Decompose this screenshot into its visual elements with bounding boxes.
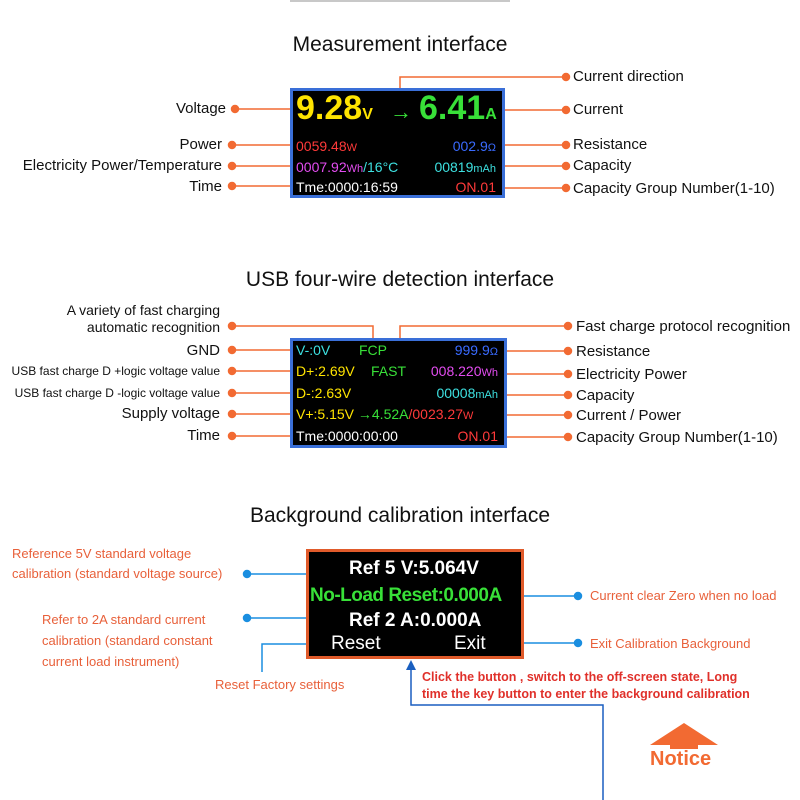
label-current-direction: Current direction — [573, 68, 684, 85]
usb-screen-energy-value: 008.220 — [430, 363, 482, 379]
screen-resistance-unit: Ω — [487, 142, 496, 154]
calibration-screen: Ref 5 V:5.064V No-Load Reset:0.000A Ref … — [306, 549, 524, 659]
label-power: Power — [179, 136, 222, 153]
screen-capacity-unit: mAh — [473, 163, 496, 175]
label-capacity-group: Capacity Group Number(1-10) — [573, 180, 775, 197]
calib-noload-reset: No-Load Reset:0.000A — [310, 585, 502, 606]
notice-label: Notice — [650, 748, 712, 770]
usb-screen-current: 4.52A — [371, 406, 409, 422]
screen-temperature: /16°C — [363, 159, 399, 175]
usb-screen-capacity-value: 00008 — [436, 385, 476, 401]
label-fast-charge-protocol: Fast charge protocol recognition — [576, 318, 791, 335]
label-electricity-temperature: Electricity Power/Temperature — [22, 157, 222, 174]
usb-title: USB four-wire detection interface — [245, 268, 555, 291]
measurement-screen: 9.28V → 6.41A 0059.48W 002.9Ω 0007.92Wh/… — [290, 88, 505, 198]
label-exit-calibration: Exit Calibration Background — [590, 636, 751, 651]
screen-current-unit: A — [485, 106, 497, 123]
label-fast-charging-1: A variety of fast charging — [66, 302, 220, 318]
usb-screen-resistance-value: 999.9 — [454, 342, 490, 358]
notice-arrow-icon — [650, 723, 718, 749]
label-usb-capacity: Capacity — [576, 387, 635, 404]
label-voltage: Voltage — [175, 100, 226, 117]
label-usb-time: Time — [187, 427, 220, 444]
usb-screen-dminus: D-:2.63V — [296, 385, 352, 401]
label-dplus: USB fast charge D +logic voltage value — [11, 364, 220, 378]
screen-power-value: 0059.48 — [296, 138, 347, 154]
note-line-1: Click the button , switch to the off-scr… — [422, 670, 738, 684]
label-gnd: GND — [186, 342, 220, 359]
label-reset-factory: Reset Factory settings — [215, 677, 345, 692]
label-ref2a-1: Refer to 2A standard current — [42, 612, 206, 627]
label-ref5v-1: Reference 5V standard voltage — [12, 546, 192, 561]
label-supply-voltage: Supply voltage — [121, 405, 220, 422]
calib-exit-button[interactable]: Exit — [454, 633, 486, 654]
label-usb-resistance: Resistance — [576, 343, 651, 360]
usb-screen-resistance-unit: Ω — [489, 346, 498, 358]
label-resistance: Resistance — [573, 136, 648, 153]
usb-screen-power-value: /0023.27 — [408, 406, 463, 422]
usb-screen-energy-unit: Wh — [481, 367, 499, 379]
screen-voltage-unit: V — [362, 106, 373, 123]
usb-screen-vplus: V+:5.15V — [296, 406, 354, 422]
usb-screen-group: ON.01 — [457, 428, 498, 444]
screen-energy-value: 0007.92 — [296, 159, 347, 175]
screen-current-value: 6.41 — [419, 89, 486, 127]
top-divider — [290, 0, 510, 2]
label-dminus: USB fast charge D -logic voltage value — [14, 386, 220, 400]
label-usb-current-power: Current / Power — [576, 407, 682, 424]
label-ref2a-3: current load instrument) — [42, 654, 180, 669]
label-ref2a-2: calibration (standard constant — [42, 633, 213, 648]
current-direction-arrow-icon: → — [390, 99, 412, 124]
label-current-clear-zero: Current clear Zero when no load — [590, 588, 777, 603]
screen-power-unit: W — [346, 142, 357, 154]
calibration-title: Background calibration interface — [249, 504, 550, 527]
screen-time: Tme:0000:16:59 — [296, 179, 398, 195]
label-usb-capacity-group: Capacity Group Number(1-10) — [576, 429, 778, 446]
usb-screen-vminus: V-:0V — [296, 342, 331, 358]
label-fast-charging-2: automatic recognition — [86, 319, 220, 335]
screen-voltage-value: 9.28 — [296, 89, 363, 127]
usb-screen-capacity-unit: mAh — [475, 389, 498, 401]
usb-screen-dplus: D+:2.69V — [296, 363, 355, 379]
screen-capacity-value: 00819 — [434, 159, 474, 175]
calib-ref5v: Ref 5 V:5.064V — [349, 558, 479, 579]
screen-energy-unit: Wh — [346, 163, 364, 175]
label-capacity: Capacity — [573, 157, 632, 174]
usb-screen-power-unit: W — [462, 410, 474, 422]
usb-screen-time: Tme:0000:00:00 — [296, 428, 398, 444]
usb-screen-fcp: FCP — [359, 342, 387, 358]
usb-current-arrow-icon: → — [357, 406, 372, 422]
label-ref5v-2: calibration (standard voltage source) — [12, 566, 223, 581]
calib-ref2a: Ref 2 A:0.000A — [349, 610, 482, 631]
usb-screen-fast: FAST — [371, 363, 407, 379]
note-line-2: time the key button to enter the backgro… — [422, 687, 750, 701]
usb-screen: V-:0V FCP 999.9Ω D+:2.69V FAST 008.220Wh… — [290, 338, 507, 448]
label-time: Time — [189, 178, 222, 195]
screen-resistance-value: 002.9 — [452, 138, 488, 154]
measurement-title: Measurement interface — [292, 33, 508, 56]
calib-reset-button[interactable]: Reset — [331, 633, 381, 654]
label-usb-electricity-power: Electricity Power — [576, 366, 687, 383]
screen-group: ON.01 — [455, 179, 496, 195]
label-current: Current — [573, 101, 624, 118]
